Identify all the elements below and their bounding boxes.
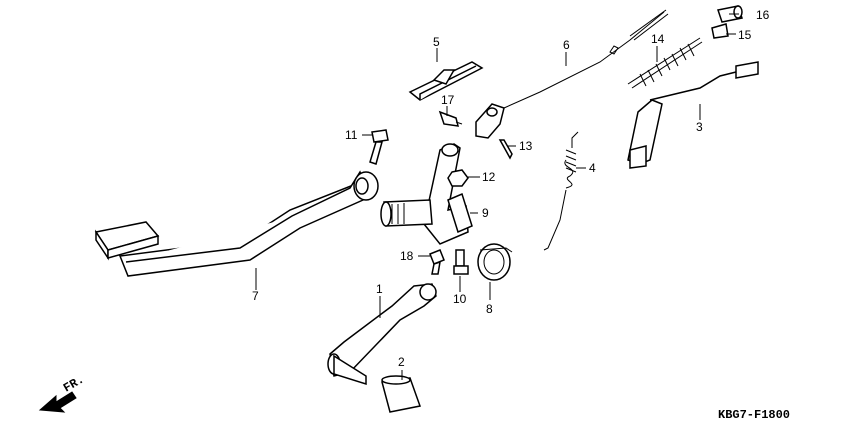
spring-14 (627, 37, 703, 89)
brake-rod-6 (475, 9, 669, 139)
callout-2: 2 (398, 355, 405, 369)
callout-10: 10 (453, 292, 467, 306)
brake-arm (380, 143, 473, 245)
callout-9: 9 (482, 206, 489, 220)
bolt-18 (429, 249, 445, 275)
callout-5: 5 (433, 35, 440, 49)
callout-11: 11 (345, 128, 358, 142)
callout-4: 4 (589, 161, 596, 175)
diagram-code: KBG7-F1800 (718, 408, 790, 422)
cotter-pin-13 (498, 139, 513, 160)
callout-8: 8 (486, 302, 493, 316)
callout-15: 15 (738, 28, 752, 42)
front-marker: FR. (61, 373, 87, 396)
switch-3 (627, 61, 759, 169)
brake-pedal (94, 170, 379, 277)
callout-12: 12 (482, 170, 496, 184)
callout-16: 16 (756, 8, 770, 22)
fitting-15 (711, 23, 729, 39)
callout-18: 18 (400, 249, 414, 263)
bolt-10 (453, 249, 469, 275)
lever-1 (327, 283, 437, 386)
cover-5 (408, 61, 484, 101)
nut-12 (447, 169, 469, 187)
callout-17: 17 (441, 93, 455, 107)
callout-1: 1 (376, 282, 383, 296)
callout-13: 13 (519, 139, 533, 153)
callout-3: 3 (696, 120, 703, 134)
pin-17 (438, 110, 463, 127)
bolt-11 (369, 129, 389, 165)
callout-14: 14 (651, 32, 665, 46)
return-spring-8 (477, 243, 513, 281)
callout-7: 7 (252, 289, 259, 303)
front-arrow-icon (38, 391, 77, 413)
callout-6: 6 (563, 38, 570, 52)
rubber-2 (381, 375, 421, 413)
spring-4 (543, 131, 579, 251)
